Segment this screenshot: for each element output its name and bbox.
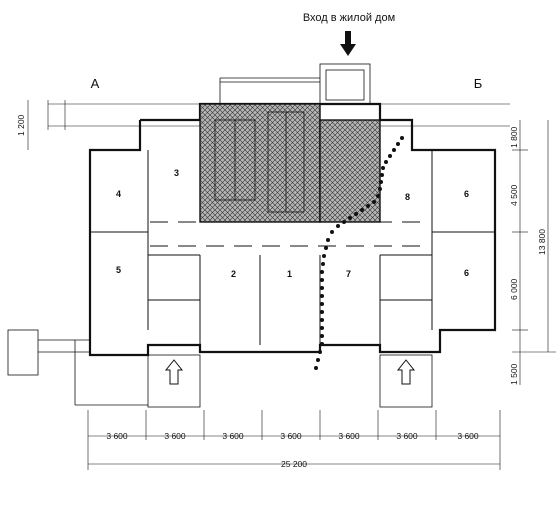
entrance-arrow-icon xyxy=(340,31,356,56)
room-number: 8 xyxy=(405,192,410,202)
room-number: 7 xyxy=(346,269,351,279)
lower-entrances xyxy=(7,329,433,408)
room-number: 1 xyxy=(287,269,292,279)
up-arrow-icon-right xyxy=(396,359,416,385)
room-number: 2 xyxy=(231,269,236,279)
dimension-label: 1 200 xyxy=(16,114,26,136)
dimension-label: 3 600 xyxy=(164,431,186,441)
right-dimension-lines xyxy=(512,120,556,385)
dimension-label: 1 800 xyxy=(509,126,519,148)
entrance-label: Вход в жилой дом xyxy=(303,12,395,24)
up-arrow-icon-left xyxy=(164,359,184,385)
dimension-label: 3 600 xyxy=(396,431,418,441)
dimension-label: 6 000 xyxy=(509,278,519,300)
dimension-label: 3 600 xyxy=(457,431,479,441)
dimension-label: 3 600 xyxy=(106,431,128,441)
total-width-label: 25 200 xyxy=(281,459,307,469)
room-number: 6 xyxy=(464,189,469,199)
dimension-label: 3 600 xyxy=(280,431,302,441)
bottom-dimension-lines xyxy=(87,410,501,470)
dotted-partition-line xyxy=(314,136,404,370)
room-number: 6 xyxy=(464,268,469,278)
dimension-label: 3 600 xyxy=(222,431,244,441)
room-number: 3 xyxy=(174,168,179,178)
dimension-label: 13 800 xyxy=(537,229,547,255)
stair-core-hatched xyxy=(199,103,381,223)
dimension-label: 4 500 xyxy=(509,184,519,206)
section-label-right: Б xyxy=(474,76,483,91)
section-label-left: А xyxy=(91,76,100,91)
outer-walls xyxy=(88,102,497,357)
entrance-porch xyxy=(219,63,371,105)
room-number: 5 xyxy=(116,265,121,275)
dimension-label: 1 500 xyxy=(509,363,519,385)
dimension-label: 3 600 xyxy=(338,431,360,441)
room-number: 4 xyxy=(116,189,121,199)
